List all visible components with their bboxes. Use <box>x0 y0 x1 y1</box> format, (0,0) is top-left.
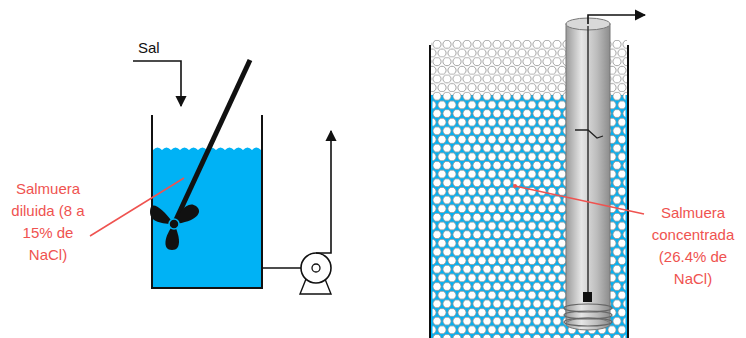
tank-wall <box>152 115 262 288</box>
leader-line <box>515 186 644 214</box>
dissolving-tank <box>152 115 262 288</box>
leader-dot <box>513 184 517 188</box>
discharge-pipe <box>316 131 331 253</box>
label-holder: Salmuera concentrada (26.4% de NaCl) <box>646 202 740 290</box>
pipe <box>262 267 301 269</box>
salt-feed-line <box>133 61 181 106</box>
pump-symbol <box>300 253 331 294</box>
label-holder: Sal <box>138 37 188 59</box>
impeller-hub <box>169 219 179 229</box>
callout-label: Salmuera concentrada (26.4% de NaCl) <box>646 202 740 290</box>
brine-well <box>564 18 612 330</box>
stirrer <box>150 60 250 250</box>
outlet-pipe <box>588 15 645 24</box>
leader-line <box>90 178 184 236</box>
input-label: Sal <box>138 37 188 59</box>
stirrer-shaft <box>174 60 250 224</box>
callout-label: Salmuera diluida (8 a 15% de NaCl) <box>4 178 92 266</box>
label-holder: Salmuera diluida (8 a 15% de NaCl) <box>4 178 92 266</box>
